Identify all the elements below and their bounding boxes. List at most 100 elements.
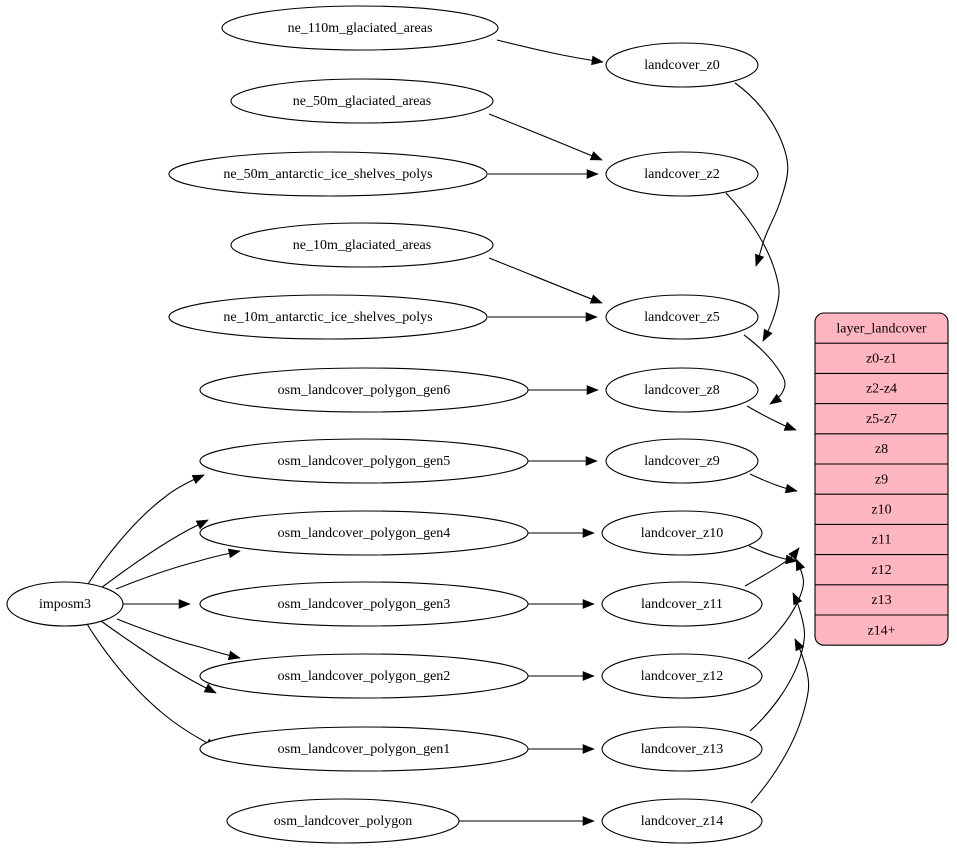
source-node-osm_landcover_polygon_gen3[interactable]: osm_landcover_polygon_gen3 — [199, 581, 529, 627]
edge-landcover_z8-to-layer_landcover_z8 — [746, 405, 797, 431]
node-shape — [199, 653, 529, 699]
record-row-z14+[interactable]: z14+ — [867, 623, 895, 638]
record-node-layer_landcover[interactable]: layer_landcover z0-z1 z2-z4 z5-z7 z8 z9 z10 z11… — [814, 312, 949, 646]
source-node-imposm3[interactable]: imposm3 — [6, 581, 124, 627]
record-row-z2-z4[interactable]: z2-z4 — [866, 382, 897, 397]
landcover-node-landcover_z0[interactable]: landcover_z0 — [605, 42, 759, 88]
node-label: ne_10m_glaciated_areas — [293, 238, 431, 253]
landcover-node-landcover_z5[interactable]: landcover_z5 — [605, 294, 759, 340]
node-label: landcover_z9 — [644, 454, 719, 469]
node-label: osm_landcover_polygon_gen2 — [278, 669, 451, 684]
edge-osm_landcover_polygon_gen3-to-landcover_z11 — [528, 599, 595, 609]
node-shape — [601, 726, 763, 772]
edge-ne_110m_glaciated_areas-to-landcover_z0 — [496, 39, 604, 66]
landcover-node-landcover_z13[interactable]: landcover_z13 — [601, 726, 763, 772]
record-row-z10[interactable]: z10 — [871, 503, 891, 518]
node-shape — [601, 798, 763, 844]
node-label: landcover_z13 — [641, 742, 723, 757]
edge-landcover_z9-to-layer_landcover_z9 — [749, 473, 798, 494]
edge-landcover_z2-to-layer_landcover_z2z4 — [725, 192, 780, 342]
node-shape — [168, 151, 488, 197]
edge-osm_landcover_polygon_gen5-to-landcover_z9 — [528, 456, 598, 466]
source-node-osm_landcover_polygon_gen6[interactable]: osm_landcover_polygon_gen6 — [199, 367, 529, 413]
source-node-osm_landcover_polygon[interactable]: osm_landcover_polygon — [226, 798, 460, 844]
landcover-node-landcover_z9[interactable]: landcover_z9 — [605, 438, 759, 484]
landcover-node-landcover_z14[interactable]: landcover_z14 — [601, 798, 763, 844]
edge-ne_10m_glaciated_areas-to-landcover_z5 — [488, 257, 603, 304]
node-shape — [601, 581, 763, 627]
landcover-node-landcover_z10[interactable]: landcover_z10 — [601, 510, 763, 556]
source-node-osm_landcover_polygon_gen5[interactable]: osm_landcover_polygon_gen5 — [199, 438, 529, 484]
edge-landcover_z12-to-layer_landcover_z12 — [747, 558, 806, 660]
record-row-z8[interactable]: z8 — [875, 442, 888, 457]
node-shape — [230, 222, 494, 268]
edge-imposm3-to-osm_landcover_polygon_gen6 — [87, 474, 205, 585]
node-label: landcover_z12 — [641, 669, 723, 684]
node-label: ne_50m_antarctic_ice_shelves_polys — [223, 167, 432, 182]
edge-landcover_z13-to-layer_landcover_z13 — [749, 592, 806, 732]
node-label: landcover_z2 — [644, 167, 719, 182]
source-node-osm_landcover_polygon_gen1[interactable]: osm_landcover_polygon_gen1 — [199, 726, 529, 772]
node-label: osm_landcover_polygon_gen4 — [278, 526, 451, 541]
record-background — [814, 312, 949, 646]
source-nodes-layer: imposm3 ne_110m_glaciated_areas ne_50m_gla… — [6, 5, 529, 844]
edge-osm_landcover_polygon_gen4-to-landcover_z10 — [528, 528, 595, 538]
node-label: osm_landcover_polygon — [274, 814, 412, 829]
node-shape — [199, 726, 529, 772]
edge-imposm3-to-osm_landcover_polygon — [86, 623, 218, 749]
record-row-z0-z1[interactable]: z0-z1 — [866, 352, 897, 367]
node-label: ne_110m_glaciated_areas — [288, 21, 433, 36]
source-node-ne_50m_antarctic_ice_shelves_polys[interactable]: ne_50m_antarctic_ice_shelves_polys — [168, 151, 488, 197]
edge-imposm3-to-osm_landcover_polygon_gen5 — [100, 519, 209, 589]
edge-landcover_z5-to-layer_landcover_z5z7 — [743, 334, 786, 405]
source-node-ne_50m_glaciated_areas[interactable]: ne_50m_glaciated_areas — [230, 78, 494, 124]
landcover-node-landcover_z8[interactable]: landcover_z8 — [605, 367, 759, 413]
node-label: landcover_z5 — [644, 310, 719, 325]
node-label: landcover_z11 — [641, 597, 723, 612]
edge-landcover_z0-to-layer_landcover_z0z1 — [734, 82, 789, 267]
record-row-z12[interactable]: z12 — [871, 563, 891, 578]
node-shape — [221, 5, 499, 51]
node-label: osm_landcover_polygon_gen1 — [278, 742, 451, 757]
node-label: osm_landcover_polygon_gen3 — [278, 597, 451, 612]
edge-osm_landcover_polygon_gen2-to-landcover_z12 — [528, 671, 595, 681]
node-label: landcover_z0 — [644, 58, 719, 73]
node-shape — [605, 294, 759, 340]
source-node-ne_10m_antarctic_ice_shelves_polys[interactable]: ne_10m_antarctic_ice_shelves_polys — [168, 294, 488, 340]
node-label: ne_10m_antarctic_ice_shelves_polys — [223, 310, 432, 325]
edge-imposm3-to-osm_landcover_polygon_gen2 — [116, 618, 241, 661]
source-node-ne_10m_glaciated_areas[interactable]: ne_10m_glaciated_areas — [230, 222, 494, 268]
node-label: imposm3 — [39, 597, 91, 612]
record-row-z9[interactable]: z9 — [875, 472, 888, 487]
edges-layer — [86, 39, 810, 826]
record-row-z13[interactable]: z13 — [871, 593, 891, 608]
landcover-node-landcover_z2[interactable]: landcover_z2 — [605, 151, 759, 197]
node-shape — [601, 510, 763, 556]
node-shape — [605, 42, 759, 88]
landcover-node-landcover_z12[interactable]: landcover_z12 — [601, 653, 763, 699]
node-shape — [226, 798, 460, 844]
record-row-z11[interactable]: z11 — [872, 533, 892, 548]
source-node-osm_landcover_polygon_gen4[interactable]: osm_landcover_polygon_gen4 — [199, 510, 529, 556]
node-shape — [605, 151, 759, 197]
edge-ne_50m_glaciated_areas-to-landcover_z2 — [488, 113, 603, 161]
node-shape — [168, 294, 488, 340]
node-shape — [199, 367, 529, 413]
record-node-layer: layer_landcover z0-z1 z2-z4 z5-z7 z8 z9 z10 z11… — [814, 312, 949, 646]
node-label: landcover_z8 — [644, 383, 719, 398]
node-shape — [605, 438, 759, 484]
node-shape — [601, 653, 763, 699]
source-node-ne_110m_glaciated_areas[interactable]: ne_110m_glaciated_areas — [221, 5, 499, 51]
node-label: osm_landcover_polygon_gen5 — [278, 454, 451, 469]
record-row-z5-z7[interactable]: z5-z7 — [866, 412, 897, 427]
landcover-nodes-layer: landcover_z0 landcover_z2 landcover_z5land… — [601, 42, 763, 844]
node-shape — [605, 367, 759, 413]
edge-landcover_z10-to-layer_landcover_z10 — [748, 545, 798, 565]
record-title[interactable]: layer_landcover — [836, 321, 927, 336]
node-shape — [199, 510, 529, 556]
source-node-osm_landcover_polygon_gen2[interactable]: osm_landcover_polygon_gen2 — [199, 653, 529, 699]
landcover-node-landcover_z11[interactable]: landcover_z11 — [601, 581, 763, 627]
edge-osm_landcover_polygon-to-landcover_z14 — [459, 816, 595, 826]
